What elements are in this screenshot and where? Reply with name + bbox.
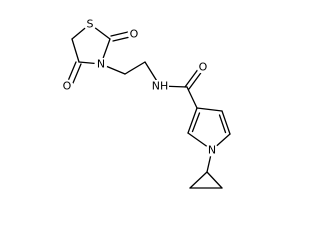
bond-c4-c5-inner — [218, 114, 227, 134]
structure-drawing: S O O N O NH N — [60, 17, 231, 189]
bond-amide-co-a — [184, 67, 200, 88]
atom-o-upper: O — [130, 28, 139, 41]
atom-s: S — [87, 18, 94, 31]
molecule-canvas: S O O N O NH N — [60, 17, 231, 189]
bond-c2-c3-inner — [191, 112, 201, 133]
atom-labels: S O O N O NH N — [60, 17, 219, 157]
bond-c-pyrrole — [186, 86, 198, 109]
atom-nh-amide: NH — [152, 80, 169, 93]
bond-cp-b — [206, 171, 223, 189]
bond-ch2-ch2 — [124, 61, 146, 75]
bond-c2-c3 — [187, 107, 198, 134]
bond-c2-o-b — [112, 36, 131, 42]
bond-amide-co-b — [188, 69, 204, 90]
bond-c3-c4 — [196, 107, 223, 112]
atom-o-lower: O — [63, 80, 72, 93]
bond-c4-o-b — [72, 63, 82, 84]
bond-c4-c5 — [71, 38, 80, 63]
bond-c4-o-a — [67, 61, 77, 82]
thiazolidinedione-ring — [67, 23, 131, 84]
amide-group — [159, 67, 204, 109]
atom-n-pyrrole: N — [208, 144, 216, 157]
bond-c2-o-a — [110, 31, 129, 37]
cyclopropyl-group — [189, 149, 223, 189]
bond-cp-a — [189, 171, 208, 189]
atom-o-amide: O — [199, 61, 208, 74]
atom-n-thiazolidine: N — [97, 58, 105, 71]
bond-c4-c5 — [221, 110, 231, 135]
